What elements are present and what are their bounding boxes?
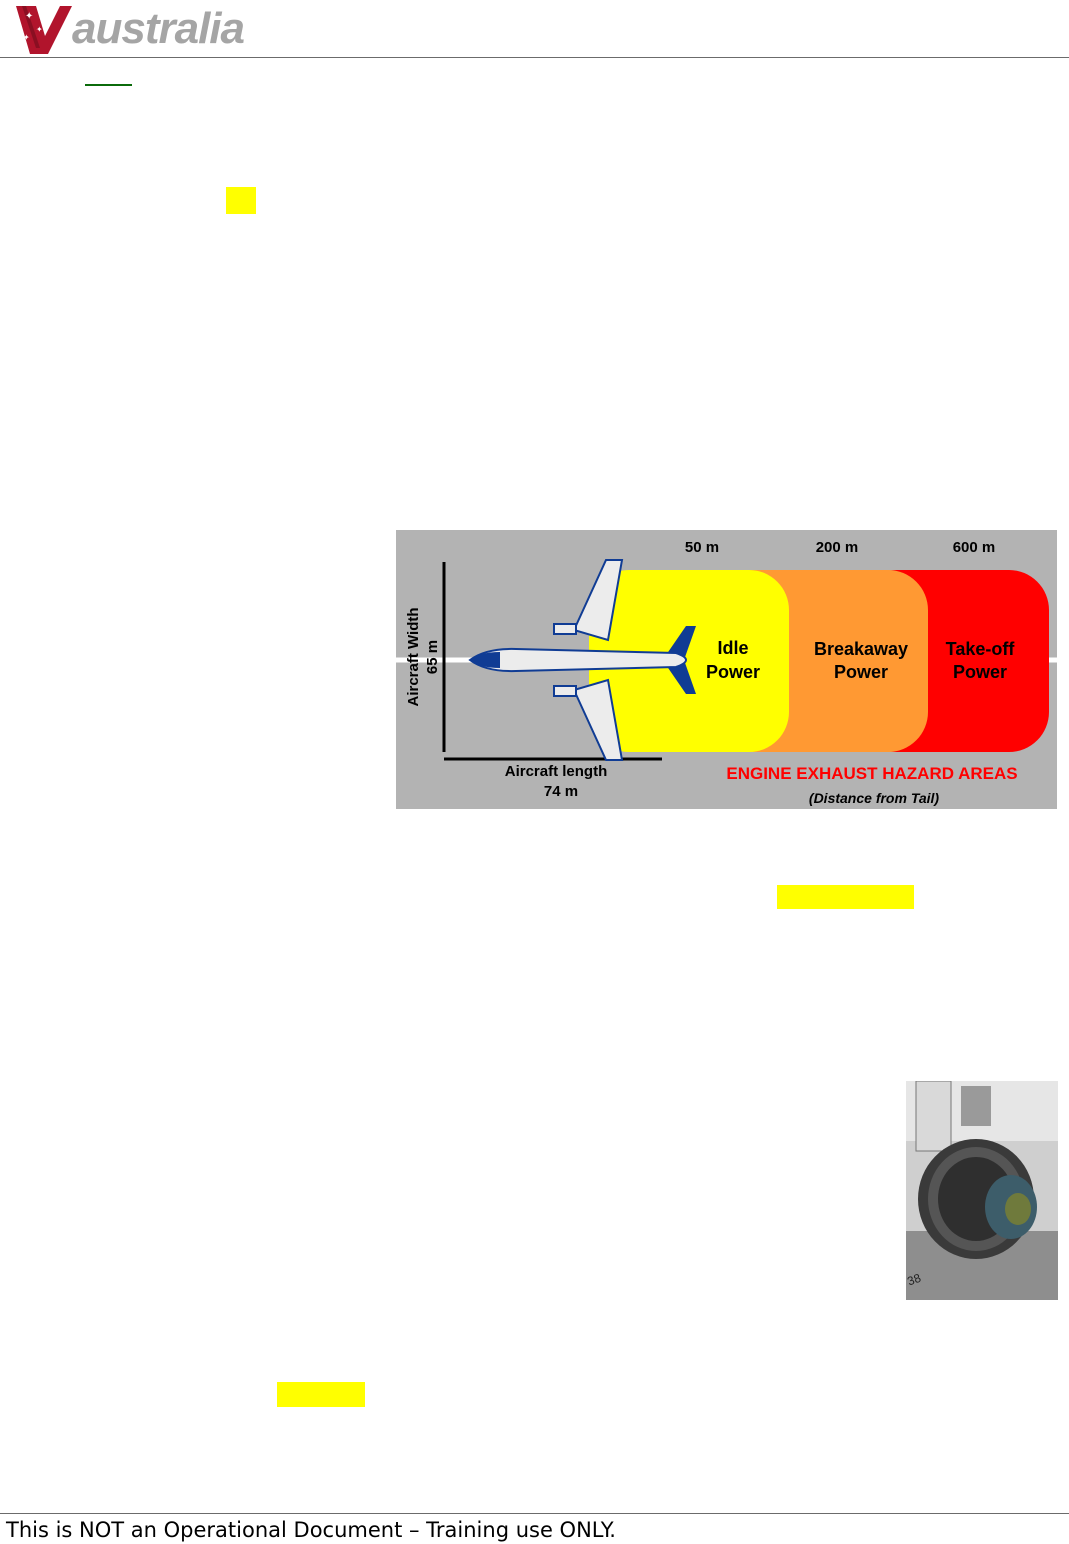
footer-disclaimer: This is NOT an Operational Document – Tr… — [6, 1518, 616, 1542]
length-value: 74 m — [544, 783, 578, 800]
width-value: 65 m — [424, 640, 441, 674]
highlight-mark — [277, 1382, 365, 1407]
header-divider — [0, 57, 1069, 58]
engine-exhaust-hazard-figure: 50 m 200 m 600 m Idle Power Breakaway Po… — [396, 530, 1057, 809]
distance-label-2: 600 m — [953, 539, 996, 556]
highlight-mark — [226, 187, 256, 214]
svg-text:✦: ✦ — [36, 25, 43, 34]
vaustralia-logo: ✦ ✦ ✦ australia — [14, 2, 274, 56]
figure-title: ENGINE EXHAUST HAZARD AREAS — [726, 764, 1017, 783]
length-label: Aircraft length — [505, 763, 608, 780]
zone-label-breakaway-2: Power — [834, 662, 888, 682]
zone-label-idle-2: Power — [706, 662, 760, 682]
zone-label-idle-1: Idle — [717, 638, 748, 658]
brake-assembly-photo: 38 — [906, 1081, 1058, 1300]
link-underline — [85, 84, 132, 86]
svg-text:✦: ✦ — [23, 33, 30, 42]
distance-label-1: 200 m — [816, 539, 859, 556]
highlight-mark — [777, 885, 914, 909]
distance-label-0: 50 m — [685, 539, 719, 556]
zone-label-takeoff-2: Power — [953, 662, 1007, 682]
width-label: Aircraft Width — [405, 607, 422, 706]
v-logo-mark-icon: ✦ ✦ ✦ — [14, 2, 76, 56]
logo-wordmark: australia — [72, 4, 244, 54]
svg-text:✦: ✦ — [25, 11, 33, 22]
zone-label-takeoff-1: Take-off — [946, 639, 1016, 659]
footer-divider — [0, 1513, 1069, 1514]
figure-subtitle: (Distance from Tail) — [809, 790, 940, 806]
zone-label-breakaway-1: Breakaway — [814, 639, 908, 659]
